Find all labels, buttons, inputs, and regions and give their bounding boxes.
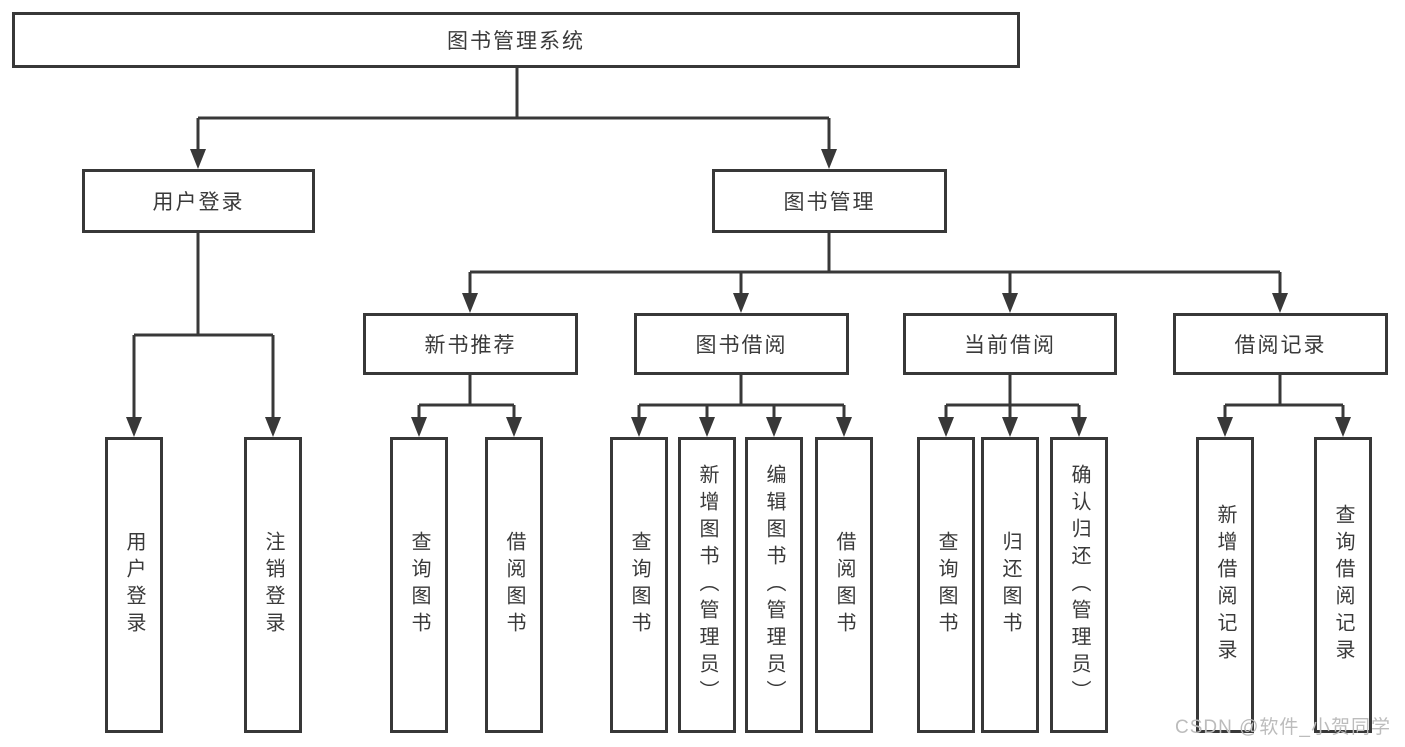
leaf-query-books-1: 查询图书 bbox=[390, 437, 448, 733]
leaf-label: 查询图书 bbox=[408, 531, 430, 639]
leaf-label: 新增借阅记录 bbox=[1214, 504, 1236, 666]
leaf-logout: 注销登录 bbox=[244, 437, 302, 733]
leaf-label: 归还图书 bbox=[999, 531, 1021, 639]
node-current-borrowing: 当前借阅 bbox=[903, 313, 1117, 375]
node-user-login-branch: 用户登录 bbox=[82, 169, 315, 233]
leaf-query-borrow-record: 查询借阅记录 bbox=[1314, 437, 1372, 733]
leaf-borrow-books-2: 借阅图书 bbox=[815, 437, 873, 733]
leaf-borrow-books-1: 借阅图书 bbox=[485, 437, 543, 733]
leaf-return-books: 归还图书 bbox=[981, 437, 1039, 733]
leaf-label: 用户登录 bbox=[123, 531, 145, 639]
node-borrowing-records: 借阅记录 bbox=[1173, 313, 1388, 375]
leaf-add-borrow-record: 新增借阅记录 bbox=[1196, 437, 1254, 733]
leaf-edit-books-admin: 编辑图书（管理员） bbox=[745, 437, 803, 733]
leaf-query-books-3: 查询图书 bbox=[917, 437, 975, 733]
leaf-query-books-2: 查询图书 bbox=[610, 437, 668, 733]
node-book-borrowing: 图书借阅 bbox=[634, 313, 849, 375]
leaf-user-login: 用户登录 bbox=[105, 437, 163, 733]
leaf-add-books-admin: 新增图书（管理员） bbox=[678, 437, 736, 733]
leaf-label: 新增图书（管理员） bbox=[696, 463, 718, 707]
leaf-label: 借阅图书 bbox=[833, 531, 855, 639]
node-book-management-branch: 图书管理 bbox=[712, 169, 947, 233]
leaf-label: 查询图书 bbox=[628, 531, 650, 639]
leaf-label: 查询借阅记录 bbox=[1332, 504, 1354, 666]
watermark: CSDN @软件_小贺同学 bbox=[1175, 717, 1391, 738]
node-root-system: 图书管理系统 bbox=[12, 12, 1020, 68]
leaf-confirm-return-admin: 确认归还（管理员） bbox=[1050, 437, 1108, 733]
leaf-label: 编辑图书（管理员） bbox=[763, 463, 785, 707]
node-new-book-recommend: 新书推荐 bbox=[363, 313, 578, 375]
leaf-label: 借阅图书 bbox=[503, 531, 525, 639]
leaf-label: 确认归还（管理员） bbox=[1068, 463, 1090, 707]
leaf-label: 查询图书 bbox=[935, 531, 957, 639]
leaf-label: 注销登录 bbox=[262, 531, 284, 639]
